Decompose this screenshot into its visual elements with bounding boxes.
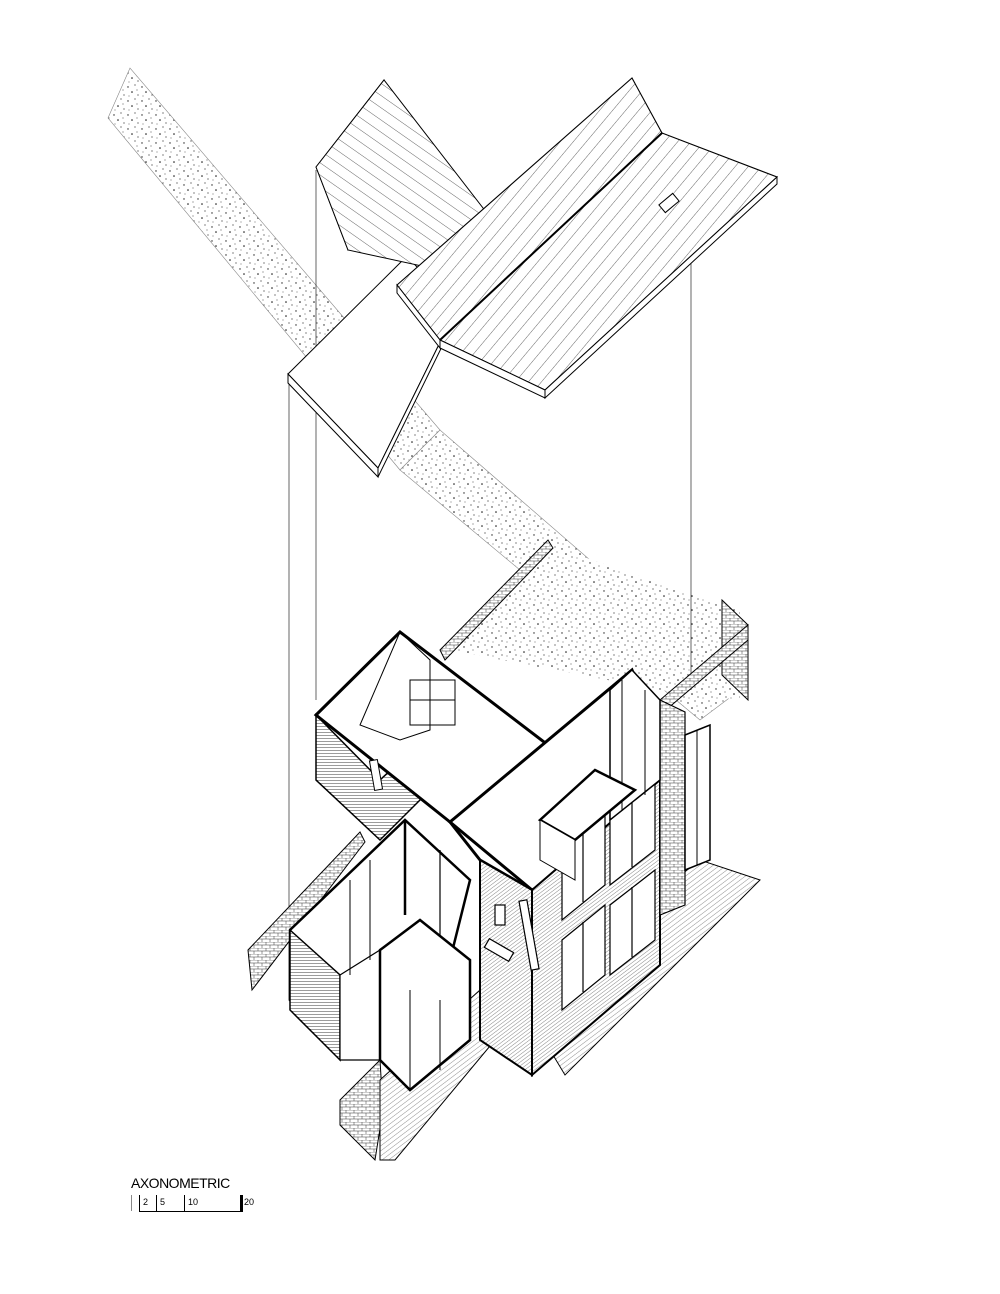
scale-baseline [139,1211,243,1212]
scale-tick [156,1195,157,1211]
scale-tick-origin [131,1195,132,1211]
skylight-icon [658,192,680,214]
roof-gable [315,77,779,400]
scale-label: 10 [188,1197,199,1207]
scale-bar: 2 5 10 20 [131,1195,271,1213]
projection-lines [288,170,692,1000]
scale-tick [139,1195,140,1211]
scale-label: 2 [143,1197,149,1207]
brick-walls [247,539,749,1162]
scale-label: 5 [160,1197,166,1207]
scale-tick [184,1195,185,1211]
house-body [288,630,711,1092]
scale-label: 20 [244,1197,255,1207]
title-block: AXONOMETRIC 2 5 10 20 [131,1175,271,1213]
scale-tick-end [240,1195,243,1211]
drawing-title: AXONOMETRIC [131,1175,230,1191]
